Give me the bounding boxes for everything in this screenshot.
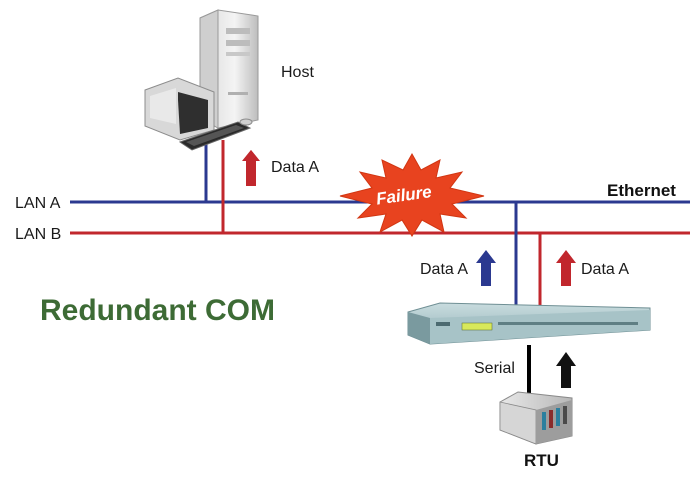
redundant-com-title: Redundant COM <box>40 294 275 327</box>
device-server-icon <box>407 302 651 345</box>
device-data-a-blue-label: Data A <box>420 261 468 278</box>
ethernet-label: Ethernet <box>607 181 676 200</box>
serial-data-arrow-icon <box>556 352 576 388</box>
device-data-a-red-label: Data A <box>581 261 629 278</box>
host-data-a-label: Data A <box>271 159 319 176</box>
red-data-arrow-icon <box>556 250 576 286</box>
failure-burst-icon <box>339 152 485 237</box>
lan-a-label: LAN A <box>15 195 61 212</box>
serial-label: Serial <box>474 360 515 377</box>
lan-b-label: LAN B <box>15 226 61 243</box>
rtu-icon <box>499 391 573 445</box>
blue-data-arrow-icon <box>476 250 496 286</box>
rtu-label: RTU <box>524 451 559 470</box>
host-computer-icon <box>144 9 259 151</box>
host-label: Host <box>281 64 314 81</box>
